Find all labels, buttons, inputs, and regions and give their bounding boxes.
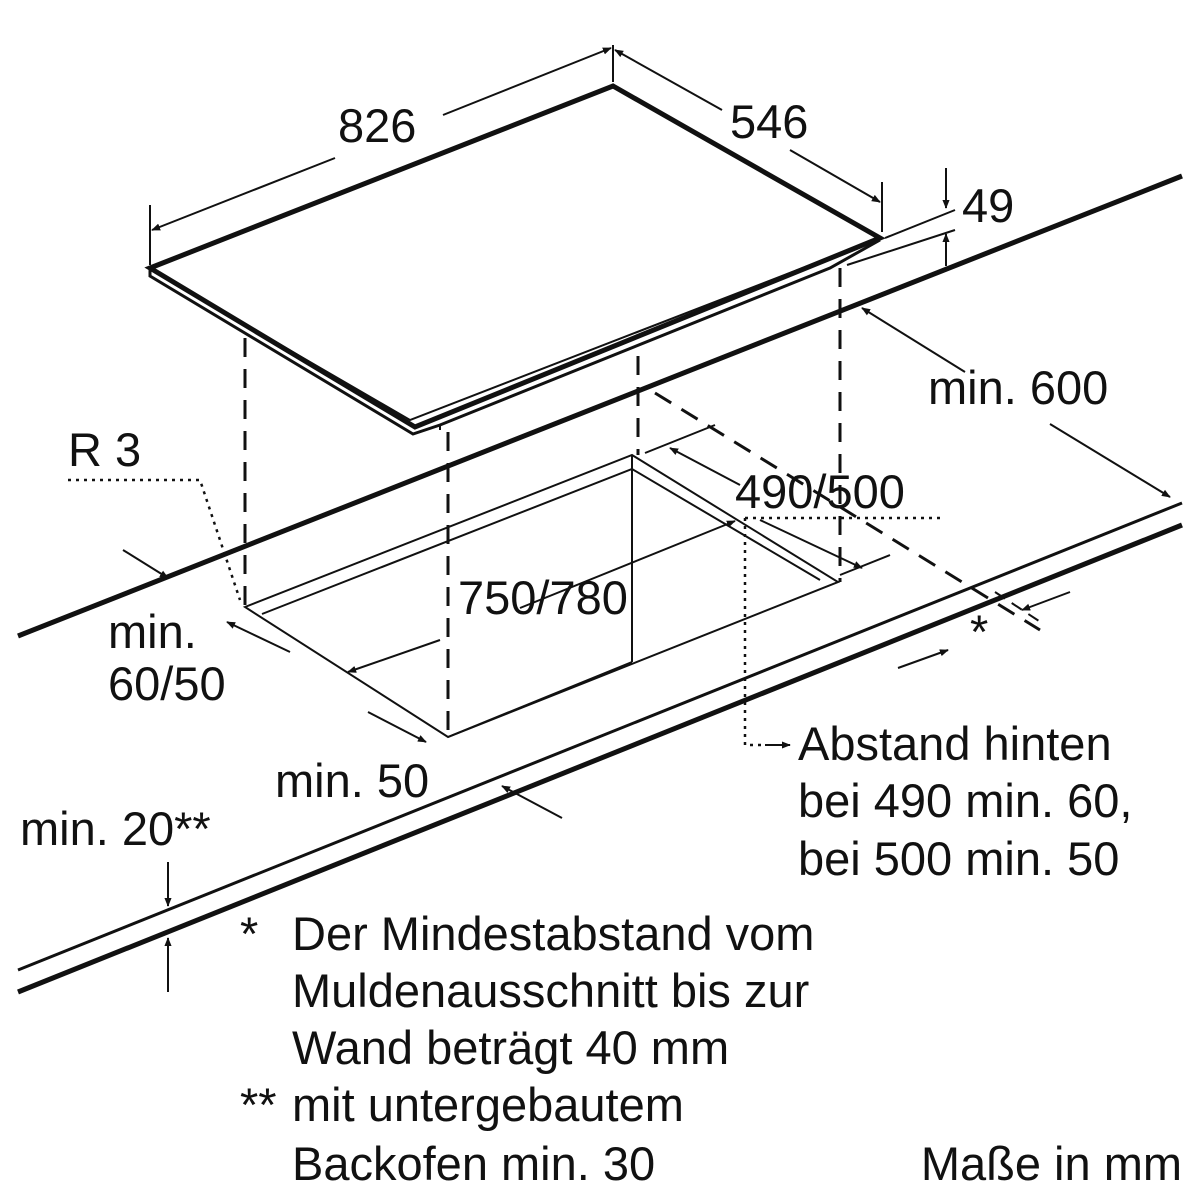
dim-826-b bbox=[442, 47, 612, 116]
label-height: 49 bbox=[962, 179, 1014, 232]
hob-frame-edge bbox=[149, 237, 881, 422]
projection-lines bbox=[243, 268, 1041, 737]
dim-left-edge-arrow bbox=[122, 549, 169, 579]
footnote-double-line-2: Backofen min. 30 bbox=[292, 1137, 655, 1190]
dim-front-edge-arrow bbox=[501, 785, 563, 819]
ext-49-top bbox=[884, 209, 956, 239]
dim-rear-wall-b bbox=[1021, 591, 1071, 611]
units-note: Maße in mm bbox=[921, 1137, 1182, 1190]
dim-546-a bbox=[614, 49, 723, 111]
ext-490-top bbox=[644, 424, 716, 454]
dim-750-a bbox=[519, 520, 736, 609]
label-radius: R 3 bbox=[68, 423, 141, 476]
dim-600-b bbox=[1049, 423, 1171, 498]
cutout-front-inner bbox=[447, 661, 633, 738]
labels: 826 546 49 min. 600 R 3 490/500 750/780 … bbox=[20, 95, 1182, 1190]
hob bbox=[144, 83, 886, 436]
worktop-front-edge-lower bbox=[17, 522, 1183, 995]
footnote-double-mark: ** bbox=[240, 1078, 277, 1131]
footnote-double-line-1: mit untergebautem bbox=[292, 1078, 684, 1131]
dotted-leaders bbox=[68, 478, 945, 747]
worktop bbox=[17, 173, 1183, 995]
footnote-single-mark: * bbox=[240, 907, 258, 960]
ext-rear-wall bbox=[994, 591, 1046, 626]
footnote-single-line-1: Der Mindestabstand vom bbox=[292, 907, 814, 960]
rear-note-leader bbox=[743, 518, 765, 747]
dim-490-a bbox=[669, 447, 741, 486]
label-min-600: min. 600 bbox=[928, 361, 1108, 414]
rear-note-line-3: bei 500 min. 50 bbox=[798, 832, 1119, 885]
label-min-bottom: min. 20** bbox=[20, 802, 211, 855]
hob-lower-edge bbox=[148, 238, 881, 436]
dim-rear-wall-a bbox=[897, 649, 949, 669]
label-min-front: min. 50 bbox=[275, 754, 429, 807]
radius-leader bbox=[68, 478, 242, 601]
worktop-front-edge-upper bbox=[17, 501, 1183, 972]
dimension-lines bbox=[122, 45, 1171, 992]
dim-600-a bbox=[861, 307, 966, 373]
label-cutout-depth: 490/500 bbox=[735, 465, 905, 518]
cutout-outline bbox=[242, 453, 841, 739]
label-rear-marker: * bbox=[970, 605, 988, 658]
worktop-back-edge bbox=[17, 173, 1183, 639]
ext-490-bottom bbox=[839, 554, 891, 576]
ext-49-bottom bbox=[846, 229, 956, 266]
label-depth: 546 bbox=[730, 95, 808, 148]
label-min-side-1: min. bbox=[108, 605, 197, 658]
cutout bbox=[242, 453, 841, 739]
dim-min50-arrow bbox=[367, 711, 427, 743]
dim-490-b bbox=[759, 519, 863, 569]
label-min-side-2: 60/50 bbox=[108, 657, 226, 710]
dim-min60-arrow bbox=[226, 621, 291, 653]
label-cutout-width: 750/780 bbox=[458, 571, 628, 624]
footnote-single-line-2: Muldenausschnitt bis zur bbox=[292, 964, 809, 1017]
rear-note-line-1: Abstand hinten bbox=[798, 717, 1112, 770]
dim-750-b bbox=[347, 639, 441, 673]
projection-depth bbox=[654, 391, 1041, 632]
rear-note-line-2: bei 490 min. 60, bbox=[798, 774, 1132, 827]
dim-546-b bbox=[789, 149, 881, 203]
label-width: 826 bbox=[338, 99, 416, 152]
dim-826-a bbox=[151, 157, 336, 231]
footnote-single-line-3: Wand beträgt 40 mm bbox=[292, 1021, 729, 1074]
